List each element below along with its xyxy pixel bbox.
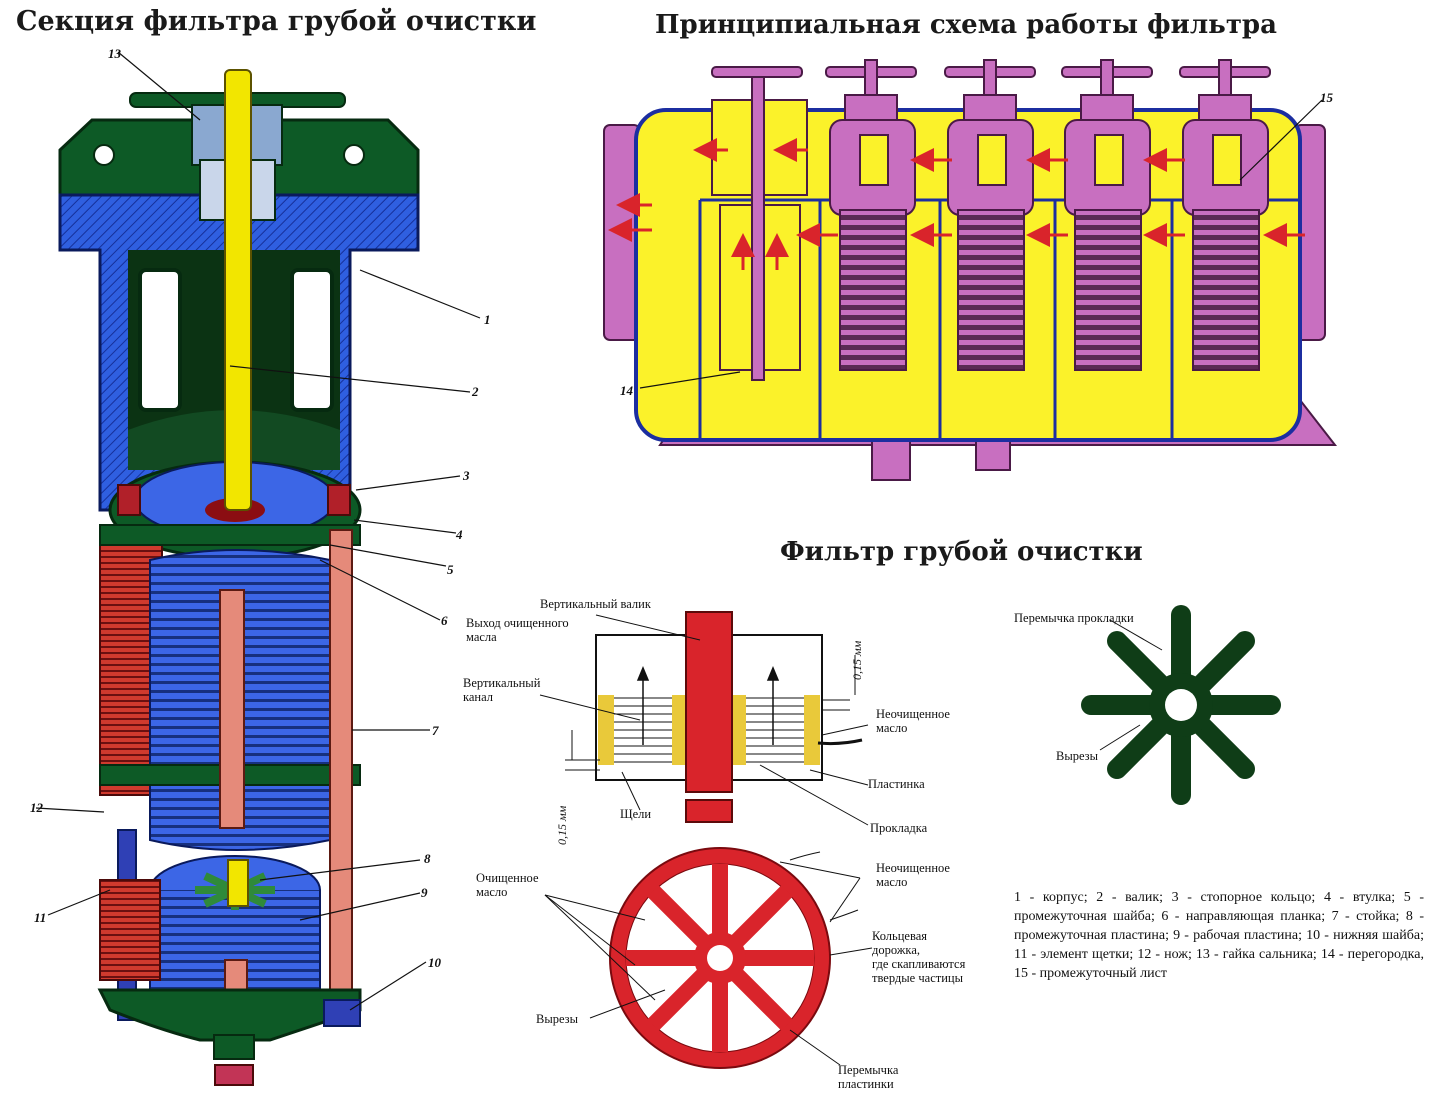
label-plate-unclean-2: масло (876, 875, 908, 889)
label-ring-1: Кольцевая (872, 929, 928, 943)
callout-9: 9 (421, 885, 428, 900)
callout-1: 1 (484, 312, 491, 327)
callout-13: 13 (108, 46, 121, 61)
label-clean-1: Очищенное (476, 871, 539, 885)
label-outlet-2: масла (466, 630, 497, 644)
section-title: Секция фильтра грубой очистки (16, 6, 537, 37)
label-outlet-1: Выход очищенного (466, 616, 569, 630)
callout-12: 12 (30, 800, 43, 815)
label-ring-3: где скапливаются (872, 957, 966, 971)
callout-7: 7 (432, 723, 439, 738)
label-clean-2: масло (476, 885, 508, 899)
callout-6: 6 (441, 613, 448, 628)
label-shaft: Вертикальный валик (540, 597, 651, 611)
label-gasket: Прокладка (870, 821, 928, 835)
label-unclean-2: масло (876, 721, 908, 735)
label-plate-unclean-1: Неочищенное (876, 861, 950, 875)
label-gasket-bridge: Перемычка прокладки (1014, 611, 1134, 625)
filter-title: Фильтр грубой очистки (780, 537, 1143, 567)
label-channel-1: Вертикальный (463, 676, 541, 690)
label-channel-2: канал (463, 690, 494, 704)
scheme-title: Принципиальная схема работы фильтра (655, 10, 1277, 40)
label-plate-bridge-2: пластинки (838, 1077, 894, 1091)
callout-3: 3 (463, 468, 470, 483)
callout-15: 15 (1320, 90, 1333, 105)
label-plate-cutouts: Вырезы (536, 1012, 579, 1026)
section-drawing (35, 51, 481, 1086)
parts-legend: 1 - корпус; 2 - валик; 3 - стопорное кол… (1014, 890, 1424, 981)
callout-4: 4 (456, 527, 463, 542)
label-gasket-cutouts: Вырезы (1056, 749, 1099, 763)
callout-14: 14 (620, 383, 633, 398)
callout-2: 2 (472, 384, 479, 399)
label-ring-2: дорожка, (872, 943, 920, 957)
callout-11: 11 (34, 910, 47, 925)
label-unclean-1: Неочищенное (876, 707, 950, 721)
label-slots: Щели (620, 807, 652, 821)
detail-drawing (539, 611, 869, 826)
callout-10: 10 (428, 955, 441, 970)
plate-drawing (544, 847, 873, 1069)
callout-5: 5 (447, 562, 454, 577)
callout-8: 8 (424, 851, 431, 866)
label-ring-4: твердые частицы (872, 971, 963, 985)
scheme-drawing (603, 59, 1338, 481)
label-plate: Пластинка (868, 777, 925, 791)
label-plate-bridge-1: Перемычка (838, 1063, 899, 1077)
